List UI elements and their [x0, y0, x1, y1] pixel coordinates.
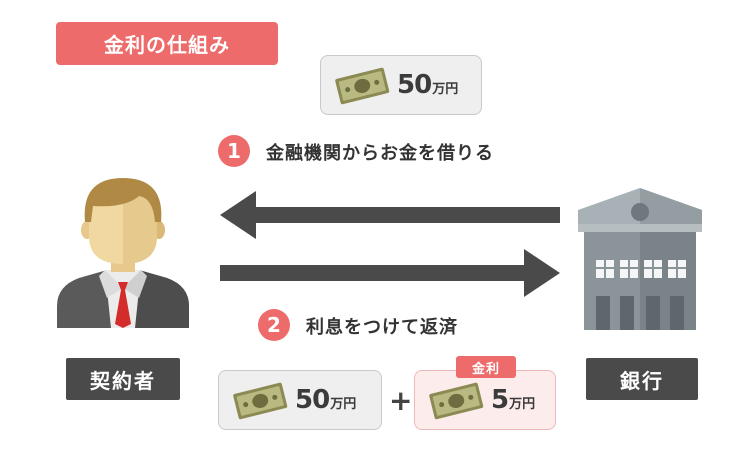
top-money-unit: 万円: [432, 82, 459, 97]
title-badge: 金利の仕組み: [56, 22, 278, 65]
money-bill-icon: [335, 67, 390, 105]
step1-text: 金融機関からお金を借りる: [266, 143, 494, 164]
arrow-right-icon: [220, 249, 560, 297]
money-bill-icon: [429, 382, 484, 420]
top-money-amount: 50: [397, 70, 432, 100]
person-icon: [57, 178, 189, 328]
interest-unit: 万円: [509, 397, 536, 412]
money-bill-icon: [233, 382, 288, 420]
step2-text: 利息をつけて返済: [306, 317, 458, 338]
bank-label: 銀行: [586, 358, 698, 400]
step1-number: 1: [218, 135, 250, 167]
principal-money-box: 50 万円: [218, 370, 382, 430]
principal-amount: 50: [295, 385, 330, 415]
interest-amount: 5: [491, 385, 509, 415]
interest-tag: 金利: [456, 356, 516, 378]
arrow-left-icon: [220, 191, 560, 239]
principal-unit: 万円: [330, 397, 357, 412]
step2-number: 2: [258, 309, 290, 341]
plus-sign: +: [389, 384, 413, 417]
borrower-label: 契約者: [66, 358, 180, 400]
interest-money-box: 5 万円: [414, 370, 556, 430]
bank-building-icon: [578, 188, 702, 330]
top-money-box: 50 万円: [320, 55, 482, 115]
